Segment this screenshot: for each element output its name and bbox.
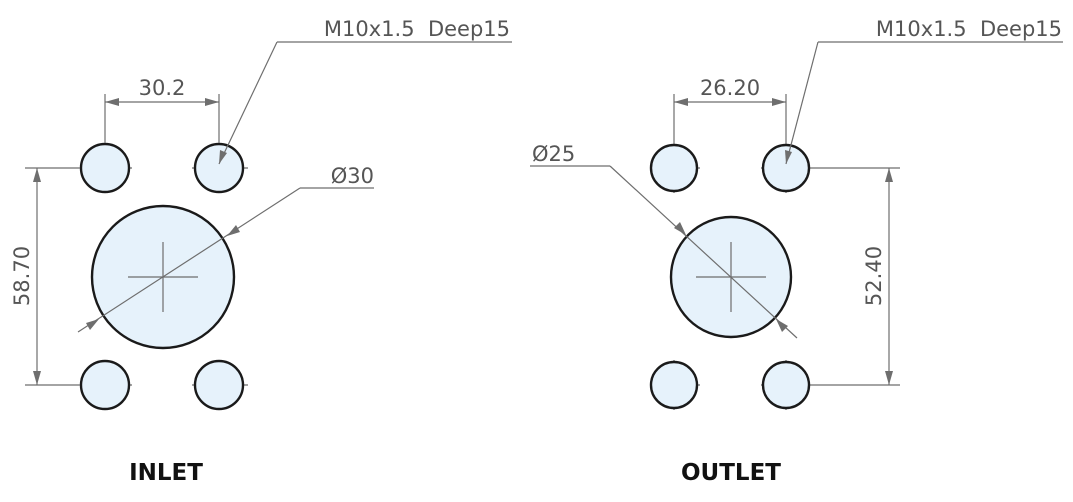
outlet-horizontal-spacing-label: 26.20 bbox=[700, 76, 760, 100]
outlet-bolt-hole bbox=[761, 143, 811, 193]
outlet-horizontal-dimension: 26.20 bbox=[673, 76, 787, 143]
inlet-caption: INLET bbox=[129, 460, 203, 486]
inlet-thread-note: M10x1.5 Deep15 bbox=[324, 17, 510, 41]
inlet-diameter-label: Ø30 bbox=[331, 164, 374, 188]
inlet-bolt-hole bbox=[193, 359, 245, 411]
outlet-bolt-hole bbox=[761, 360, 811, 410]
inlet-diameter-leader: Ø30 bbox=[77, 164, 374, 333]
inlet-bolt-hole bbox=[79, 359, 131, 411]
inlet-view: 30.2 58.70 M10x1.5 Deep15 Ø30 INLET bbox=[10, 17, 512, 486]
inlet-vertical-dimension: 58.70 bbox=[10, 167, 80, 386]
outlet-diameter-label: Ø25 bbox=[532, 142, 575, 166]
inlet-thread-leader: M10x1.5 Deep15 bbox=[218, 17, 512, 165]
outlet-bolt-hole bbox=[649, 143, 699, 193]
inlet-bolt-hole bbox=[79, 142, 131, 194]
outlet-caption: OUTLET bbox=[681, 460, 781, 486]
inlet-bolt-hole bbox=[193, 142, 245, 194]
outlet-bolt-hole bbox=[649, 360, 699, 410]
outlet-thread-note: M10x1.5 Deep15 bbox=[876, 17, 1062, 41]
outlet-view: 26.20 52.40 M10x1.5 Deep15 Ø25 OUTLET bbox=[530, 17, 1063, 486]
outlet-diameter-leader: Ø25 bbox=[530, 142, 798, 339]
inlet-horizontal-dimension: 30.2 bbox=[104, 76, 220, 143]
outlet-thread-leader: M10x1.5 Deep15 bbox=[785, 17, 1063, 165]
outlet-vertical-dimension: 52.40 bbox=[811, 167, 900, 386]
inlet-vertical-spacing-label: 58.70 bbox=[10, 246, 34, 306]
outlet-vertical-spacing-label: 52.40 bbox=[862, 246, 886, 306]
inlet-horizontal-spacing-label: 30.2 bbox=[139, 76, 186, 100]
